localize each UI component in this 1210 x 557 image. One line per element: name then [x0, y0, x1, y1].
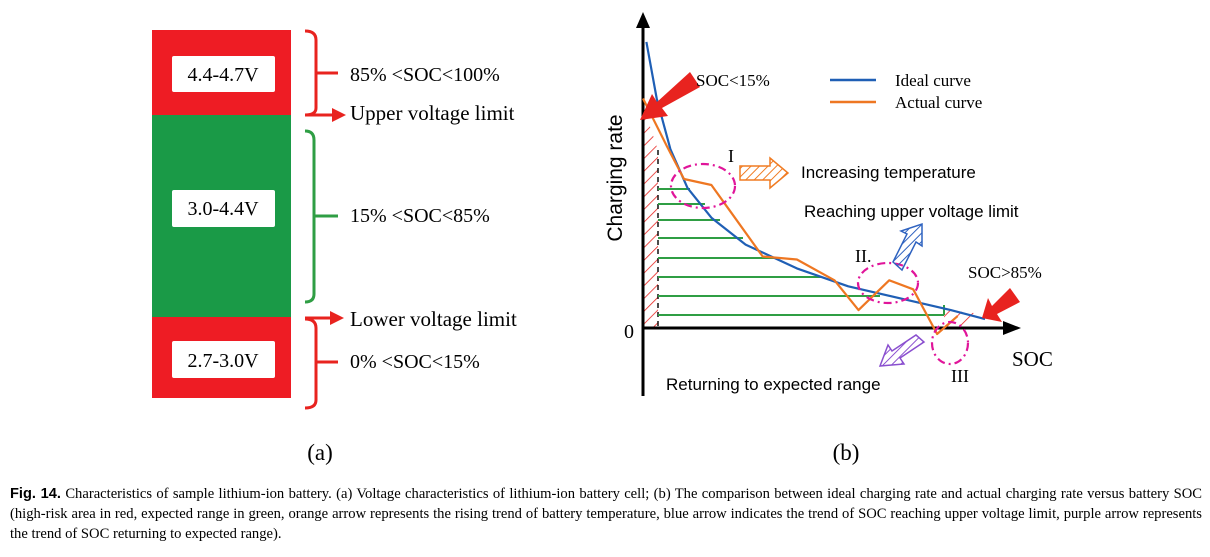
actual-curve	[642, 98, 959, 336]
temp-arrow	[739, 156, 790, 190]
region-1-marker	[669, 162, 737, 210]
band-mid-label-box	[172, 190, 275, 227]
high-risk-area-low	[643, 106, 658, 328]
band-high-soc: 85% <SOC<100%	[350, 64, 500, 86]
soc-high-arrow	[982, 288, 1020, 322]
origin-label: 0	[624, 321, 634, 343]
panel-b-sublabel: (b)	[833, 440, 860, 465]
soc-low-arrow	[640, 72, 700, 120]
upper-arrow	[892, 222, 923, 272]
upper-label: Reaching upper voltage limit	[804, 202, 1019, 221]
bracket-mid	[304, 129, 316, 304]
expected-range-lines	[658, 188, 945, 316]
band-mid-range: 3.0-4.4V	[187, 198, 259, 220]
region-2-label: II.	[855, 246, 872, 266]
figure-canvas: 4.4-4.7V 3.0-4.4V 2.7-3.0V 85% <SOC<100%…	[152, 12, 1053, 465]
x-axis-label: SOC	[1012, 347, 1053, 371]
region-3-marker	[930, 320, 970, 366]
panel-a-sublabel: (a)	[307, 440, 333, 465]
band-low-label-box	[172, 341, 275, 378]
upper-limit-label: Upper voltage limit	[350, 101, 515, 125]
caption-label: Fig. 14.	[10, 486, 61, 502]
lower-limit-arrow-head	[330, 311, 344, 325]
return-label: Returning to expected range	[666, 375, 881, 394]
band-high-range: 4.4-4.7V	[187, 64, 259, 86]
bracket-high	[304, 29, 318, 117]
panel-b: Charging rate SOC 0 Ideal curve Actual c…	[604, 12, 1053, 465]
soc-low-label: SOC<15%	[696, 71, 770, 90]
caption-text: Characteristics of sample lithium-ion ba…	[10, 486, 1203, 542]
band-low-soc: 0% <SOC<15%	[350, 351, 480, 373]
y-axis-label: Charging rate	[604, 114, 627, 241]
soc-high-label: SOC>85%	[968, 263, 1042, 282]
band-mid-soc: 15% <SOC<85%	[350, 205, 490, 227]
bracket-low	[304, 317, 318, 410]
return-arrow	[878, 334, 926, 367]
region-1-label: I	[728, 146, 734, 166]
legend-ideal-label: Ideal curve	[895, 71, 971, 90]
figure-caption: Fig. 14. Characteristics of sample lithi…	[10, 484, 1202, 544]
upper-limit-arrow-head	[332, 108, 346, 122]
panel-a: 4.4-4.7V 3.0-4.4V 2.7-3.0V 85% <SOC<100%…	[152, 29, 517, 465]
series-layer	[642, 41, 986, 336]
legend-actual-label: Actual curve	[895, 93, 982, 112]
ideal-curve	[645, 41, 986, 321]
region-3-label: III	[951, 366, 969, 386]
lower-limit-label: Lower voltage limit	[350, 307, 517, 331]
x-axis-arrow	[1003, 321, 1021, 335]
temp-label: Increasing temperature	[801, 163, 976, 182]
band-low-range: 2.7-3.0V	[187, 350, 259, 372]
region-2-marker	[856, 261, 920, 305]
band-high-label-box	[172, 56, 275, 92]
y-axis-arrow	[636, 12, 650, 28]
